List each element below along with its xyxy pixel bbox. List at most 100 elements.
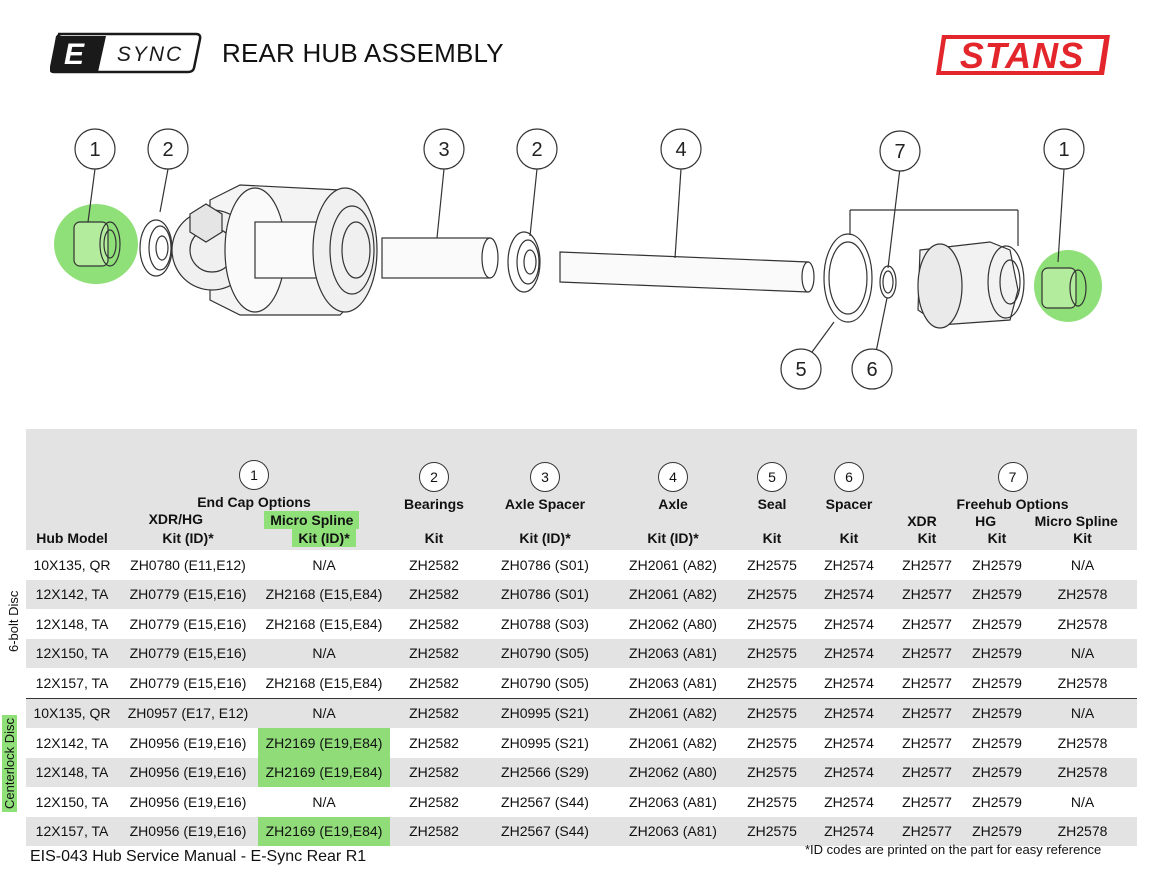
table-cell: ZH2575 — [734, 668, 810, 698]
table-cell: ZH0956 (E19,E16) — [118, 787, 258, 817]
footer-doc-id: EIS-043 Hub Service Manual - E-Sync Rear… — [30, 848, 367, 865]
table-cell: ZH2063 (A81) — [612, 668, 734, 698]
group-spacer: 6 Spacer — [810, 429, 888, 529]
group-freehub: 7 Freehub Options XDR HG Micro Spline — [888, 429, 1138, 529]
table-cell: ZH0790 (S05) — [478, 638, 612, 668]
esync-logo-e: E — [64, 38, 85, 71]
hub-model-cell: 12X142, TA — [26, 579, 118, 609]
table-cell: ZH2575 — [734, 609, 810, 639]
group-num: 1 — [239, 460, 269, 490]
table-cell: ZH2566 (S29) — [478, 757, 612, 787]
subheader-xdr-hg: XDR/HG — [148, 511, 204, 527]
group-title: Bearings — [404, 496, 464, 512]
table-cell: ZH2575 — [734, 787, 810, 817]
group-axle: 4 Axle — [612, 429, 734, 529]
subheader-micro-spline: Micro Spline — [1034, 513, 1118, 529]
table-cell: ZH0788 (S03) — [478, 609, 612, 639]
section-label-centerlock: Centerlock Disc — [2, 714, 17, 812]
stans-logo: STANS — [936, 35, 1110, 76]
table-cell: ZH2577 — [888, 816, 966, 846]
table-cell: ZH2579 — [966, 816, 1028, 846]
callout-1-right: 1 — [1058, 139, 1069, 161]
table-cell: ZH2582 — [390, 579, 478, 609]
group-title: Axle Spacer — [504, 496, 586, 512]
table-cell: ZH2061 (A82) — [612, 579, 734, 609]
subheader-hg: HG — [975, 513, 997, 529]
footer-note: *ID codes are printed on the part for ea… — [805, 842, 1102, 857]
column-header: Kit — [888, 529, 966, 550]
table-cell: ZH2578 — [1028, 579, 1138, 609]
table-cell: ZH2574 — [810, 609, 888, 639]
table-cell: ZH2582 — [390, 668, 478, 698]
group-num: 2 — [419, 462, 449, 492]
table-cell: ZH2575 — [734, 697, 810, 728]
callout-5: 5 — [795, 359, 806, 381]
table-cell: ZH2574 — [810, 550, 888, 580]
table-cell: N/A — [258, 697, 390, 728]
table-cell: ZH2063 (A81) — [612, 816, 734, 846]
group-end-cap: 1 End Cap Options XDR/HG Micro Spline — [118, 429, 390, 529]
table-cell: N/A — [1028, 550, 1138, 580]
table-cell: ZH2578 — [1028, 816, 1138, 846]
hub-model-cell: 12X150, TA — [26, 787, 118, 817]
table-cell: ZH2577 — [888, 728, 966, 758]
group-num: 6 — [834, 462, 864, 492]
table-cell: N/A — [258, 787, 390, 817]
callout-6: 6 — [866, 359, 877, 381]
table-cell: ZH2169 (E19,E84) — [258, 728, 390, 758]
section-label-6-bolt: 6-bolt Disc — [6, 590, 21, 652]
table-cell: ZH2582 — [390, 728, 478, 758]
table-cell: ZH2574 — [810, 668, 888, 698]
table-cell: ZH2579 — [966, 638, 1028, 668]
hub-model-cell: 12X157, TA — [26, 816, 118, 846]
table-cell: ZH2168 (E15,E84) — [258, 668, 390, 698]
table-cell: N/A — [1028, 697, 1138, 728]
table-cell: ZH2582 — [390, 609, 478, 639]
group-bearings: 2 Bearings — [390, 429, 478, 529]
callout-2-right: 2 — [531, 139, 542, 161]
table-cell: ZH0956 (E19,E16) — [118, 816, 258, 846]
callout-3: 3 — [438, 139, 449, 161]
callout-4: 4 — [675, 139, 686, 161]
hub-model-cell: 10X135, QR — [26, 550, 118, 580]
column-header: Kit (ID)* — [478, 529, 612, 550]
table-cell: ZH0957 (E17, E12) — [118, 697, 258, 728]
table-cell: ZH2574 — [810, 638, 888, 668]
table-cell: ZH2577 — [888, 697, 966, 728]
table-cell: ZH0779 (E15,E16) — [118, 668, 258, 698]
table-cell: ZH2169 (E19,E84) — [258, 757, 390, 787]
table-cell: ZH2061 (A82) — [612, 728, 734, 758]
callout-7: 7 — [894, 141, 905, 163]
group-seal: 5 Seal — [734, 429, 810, 529]
table-cell: ZH2582 — [390, 697, 478, 728]
hub-model-cell: 12X150, TA — [26, 638, 118, 668]
group-num: 5 — [757, 462, 787, 492]
table-cell: ZH0956 (E19,E16) — [118, 728, 258, 758]
table-cell: N/A — [1028, 638, 1138, 668]
hub-model-cell: 12X157, TA — [26, 668, 118, 698]
table-cell: ZH2579 — [966, 609, 1028, 639]
table-cell: ZH2577 — [888, 609, 966, 639]
table-cell: ZH2574 — [810, 728, 888, 758]
table-cell: ZH2061 (A82) — [612, 697, 734, 728]
table-cell: ZH2579 — [966, 728, 1028, 758]
column-header-label: Kit (ID)* — [292, 528, 356, 547]
page-title: REAR HUB ASSEMBLY — [222, 38, 504, 68]
table-cell: ZH2578 — [1028, 757, 1138, 787]
table-cell: ZH0995 (S21) — [478, 728, 612, 758]
table-cell: N/A — [1028, 787, 1138, 817]
table-cell: ZH2574 — [810, 579, 888, 609]
group-num: 7 — [997, 462, 1028, 492]
group-num: 3 — [530, 462, 560, 492]
group-axle-spacer: 3 Axle Spacer — [478, 429, 612, 529]
table-cell: ZH0790 (S05) — [478, 668, 612, 698]
table-cell: ZH0995 (S21) — [478, 697, 612, 728]
table-cell: ZH2061 (A82) — [612, 550, 734, 580]
